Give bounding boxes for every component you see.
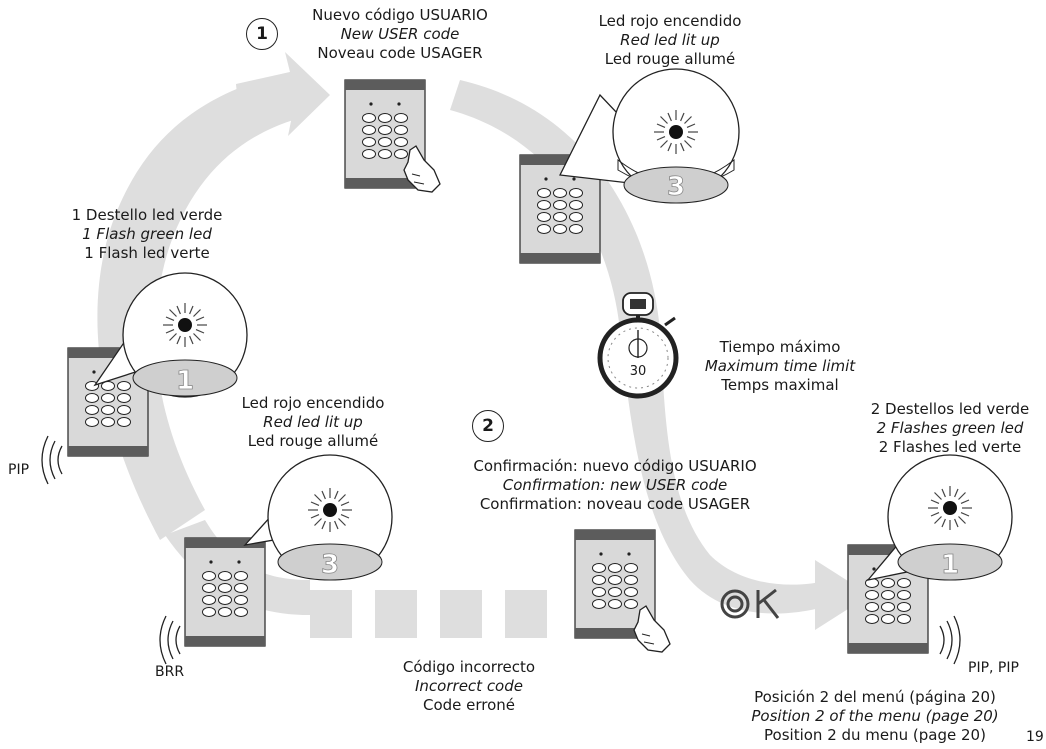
menu-position-en: Position 2 of the menu (page 20)	[751, 707, 999, 725]
red-led-top-label: Led rojo encendido Red led lit up Led ro…	[585, 12, 755, 69]
flow-arrow-head-ok	[815, 560, 870, 630]
one-flash-fr: 1 Flash led verte	[84, 244, 210, 262]
confirmation-label: Confirmación: nuevo código USUARIO Confi…	[455, 457, 775, 514]
max-time-label: Tiempo máximo Maximum time limit Temps m…	[695, 338, 865, 395]
brr-sound-label: BRR	[155, 664, 185, 680]
svg-text:1: 1	[176, 366, 194, 396]
incorrect-es: Código incorrecto	[402, 658, 536, 676]
confirmation-en: Confirmation: new USER code	[502, 476, 728, 494]
red-led-top-fr: Led rouge allumé	[604, 50, 736, 68]
red-led-mid-fr: Led rouge allumé	[247, 432, 379, 450]
red-led-top-en: Red led lit up	[620, 31, 720, 49]
menu-position-es: Posición 2 del menú (página 20)	[754, 688, 996, 706]
max-time-en: Maximum time limit	[704, 357, 856, 375]
new-user-code-es: Nuevo código USUARIO	[312, 6, 488, 24]
svg-text:1: 1	[941, 550, 959, 580]
one-flash-en: 1 Flash green led	[82, 225, 212, 243]
pip-sound-label: PIP	[8, 462, 30, 478]
incorrect-dashed-path	[310, 590, 547, 638]
two-flashes-label: 2 Destellos led verde 2 Flashes green le…	[860, 400, 1040, 457]
stopwatch-icon	[597, 292, 679, 399]
pip-pip-sound-label: PIP, PIP	[968, 660, 1019, 676]
stopwatch-seconds: 30	[629, 364, 647, 379]
confirmation-es: Confirmación: nuevo código USUARIO	[473, 457, 757, 475]
incorrect-fr: Code erroné	[422, 696, 516, 714]
step-1-marker: 1	[246, 18, 278, 50]
red-led-mid-es: Led rojo encendido	[241, 394, 385, 412]
max-time-fr: Temps maximal	[721, 376, 839, 394]
menu-position-label: Posición 2 del menú (página 20) Position…	[735, 688, 1015, 745]
step-2-marker: 2	[472, 410, 504, 442]
red-led-mid-label: Led rojo encendido Red led lit up Led ro…	[228, 394, 398, 451]
two-flashes-en: 2 Flashes green led	[876, 419, 1024, 437]
new-user-code-en: New USER code	[340, 25, 460, 43]
red-led-mid-en: Red led lit up	[263, 413, 363, 431]
svg-text:3: 3	[321, 550, 339, 580]
flow-arrow-head-top	[236, 52, 330, 136]
two-flashes-es: 2 Destellos led verde	[870, 400, 1030, 418]
confirmation-fr: Confirmation: noveau code USAGER	[479, 495, 751, 513]
one-flash-es: 1 Destello led verde	[71, 206, 223, 224]
page-number: 19	[1026, 729, 1044, 745]
svg-text:3: 3	[667, 172, 685, 202]
two-flashes-fr: 2 Flashes led verte	[878, 438, 1022, 456]
new-user-code-fr: Noveau code USAGER	[317, 44, 483, 62]
new-user-code-label: Nuevo código USUARIO New USER code Novea…	[300, 6, 500, 63]
ok-mark	[720, 588, 780, 619]
incorrect-code-label: Código incorrecto Incorrect code Code er…	[384, 658, 554, 715]
incorrect-en: Incorrect code	[415, 677, 523, 695]
menu-position-fr: Position 2 du menu (page 20)	[764, 726, 986, 744]
one-flash-label: 1 Destello led verde 1 Flash green led 1…	[52, 206, 242, 263]
red-led-top-es: Led rojo encendido	[598, 12, 742, 30]
max-time-es: Tiempo máximo	[719, 338, 841, 356]
pip-waves-left	[41, 435, 63, 485]
